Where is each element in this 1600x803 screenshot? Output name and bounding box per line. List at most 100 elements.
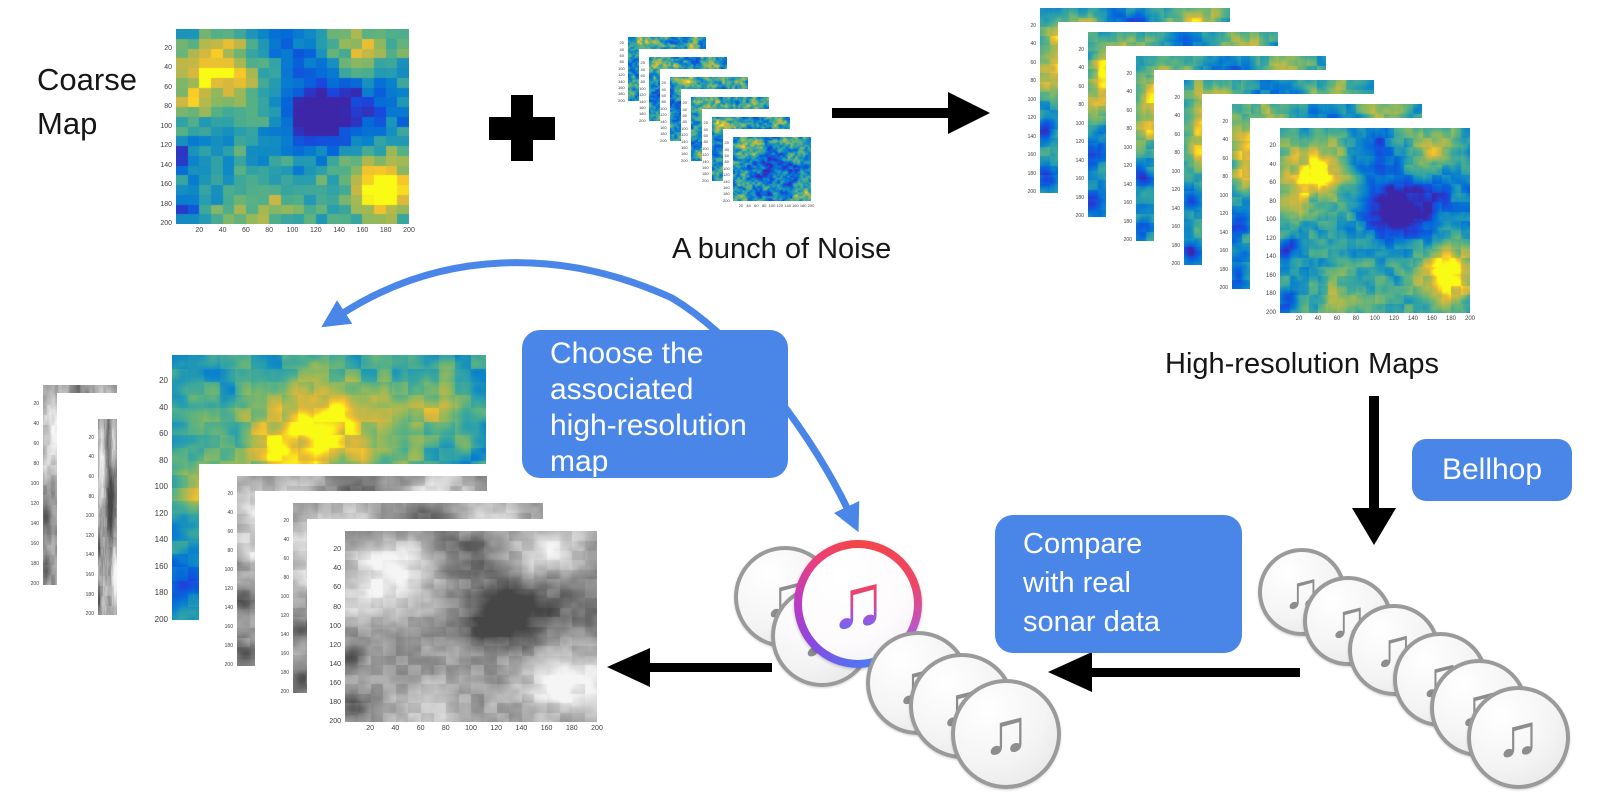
y-tick: 180 — [723, 191, 730, 197]
x-tick: 20 — [195, 227, 204, 234]
y-tick: 80 — [227, 548, 233, 555]
x-tick: 60 — [1333, 316, 1341, 322]
x-tick: 140 — [333, 227, 345, 234]
x-tick: 100 — [1369, 316, 1380, 322]
y-tick: 160 — [639, 105, 646, 110]
y-tick: 140 — [160, 161, 172, 169]
y-tick: 180 — [681, 151, 688, 157]
y-tick: 180 — [1265, 291, 1276, 298]
y-tick: 140 — [85, 552, 94, 559]
y-tick: 40 — [682, 106, 687, 112]
y-tick: 80 — [1126, 126, 1132, 133]
sonar-record-icon: ♫ — [1258, 548, 1346, 636]
arrow-highres-to-bellhop-stack — [1352, 396, 1396, 545]
x-tick: 160 — [792, 203, 799, 208]
y-tick: 40 — [703, 126, 708, 132]
y-tick: 20 — [33, 401, 39, 408]
y-tick: 180 — [280, 670, 289, 677]
y-tick: 160 — [618, 85, 625, 90]
y-tick: 200 — [280, 689, 289, 696]
y-tick: 20 — [159, 376, 168, 386]
noise-caption: A bunch of Noise — [672, 233, 892, 265]
x-tick: 120 — [490, 725, 503, 732]
y-tick: 140 — [329, 660, 341, 668]
x-tick: 80 — [441, 725, 450, 732]
y-tick: 180 — [154, 588, 168, 598]
y-tick: 160 — [224, 624, 233, 631]
y-tick: 60 — [1269, 180, 1276, 187]
y-tick: 180 — [618, 91, 625, 97]
y-tick: 160 — [160, 181, 172, 189]
y-tick: 140 — [280, 632, 289, 639]
itunes-chosen-icon: ♫ — [794, 540, 922, 668]
x-tick: 40 — [218, 227, 227, 234]
y-tick: 200 — [639, 117, 646, 123]
y-tick: 140 — [681, 138, 688, 144]
y-tick: 20 — [1222, 118, 1228, 125]
y-tick: 180 — [639, 111, 646, 117]
y-tick: 120 — [1123, 163, 1132, 170]
y-tick: 200 — [723, 197, 730, 203]
y-tick: 80 — [88, 493, 94, 500]
y-tick: 140 — [618, 78, 625, 84]
arrow-noise-to-highres — [832, 92, 990, 134]
y-tick: 160 — [154, 561, 168, 571]
y-tick: 180 — [85, 591, 94, 598]
y-tick: 60 — [640, 73, 645, 78]
y-tick: 160 — [329, 679, 341, 687]
arrow-chosen-to-graymaps — [607, 648, 772, 687]
itunes-icon-face: ♫ — [802, 548, 914, 660]
x-tick: 120 — [1388, 316, 1399, 322]
highres-caption: High-resolution Maps — [1165, 348, 1440, 380]
x-tick: 200 — [1464, 316, 1475, 322]
y-tick: 20 — [703, 120, 708, 126]
y-tick: 180 — [660, 131, 667, 137]
y-tick: 60 — [333, 584, 341, 592]
x-tick: 200 — [403, 227, 415, 234]
y-tick: 60 — [724, 153, 729, 158]
y-tick: 60 — [88, 474, 94, 481]
y-tick: 120 — [1075, 139, 1084, 146]
y-tick: 80 — [724, 159, 729, 165]
y-tick: 200 — [224, 662, 233, 669]
y-tick: 60 — [1126, 107, 1132, 114]
sonar-record-icon: ♫ — [951, 679, 1061, 789]
y-tick: 100 — [85, 513, 94, 520]
y-tick: 60 — [619, 53, 624, 58]
y-tick: 100 — [224, 567, 233, 574]
y-tick: 160 — [30, 541, 39, 548]
y-tick: 40 — [1222, 137, 1228, 144]
y-tick: 200 — [154, 614, 168, 624]
y-tick: 40 — [227, 510, 233, 517]
y-tick: 200 — [30, 581, 39, 588]
y-tick: 40 — [164, 64, 172, 72]
y-tick: 200 — [329, 718, 341, 726]
y-tick: 200 — [660, 137, 667, 143]
y-tick: 120 — [723, 172, 730, 178]
y-tick: 100 — [1123, 144, 1132, 151]
y-tick: 100 — [1265, 217, 1276, 224]
coarse-map-figure-canvas — [176, 29, 409, 224]
y-tick: 200 — [681, 157, 688, 163]
y-tick: 80 — [1222, 174, 1228, 181]
y-tick: 60 — [283, 556, 289, 563]
y-tick: 40 — [283, 537, 289, 544]
y-tick: 120 — [1027, 115, 1036, 122]
y-tick: 120 — [1219, 211, 1228, 218]
y-tick: 100 — [1219, 192, 1228, 199]
y-tick: 60 — [1222, 155, 1228, 162]
y-tick: 100 — [723, 165, 730, 171]
x-tick: 20 — [366, 725, 375, 732]
x-tick: 160 — [356, 227, 369, 234]
x-tick: 120 — [309, 227, 322, 234]
y-tick: 120 — [280, 613, 289, 620]
y-tick: 20 — [1126, 70, 1132, 77]
choose-map-curved-arrow — [321, 259, 860, 533]
y-tick: 20 — [333, 546, 341, 554]
x-tick: 100 — [768, 203, 776, 208]
y-tick: 200 — [1171, 261, 1180, 268]
y-tick: 120 — [329, 641, 341, 649]
y-tick: 60 — [1174, 131, 1180, 138]
